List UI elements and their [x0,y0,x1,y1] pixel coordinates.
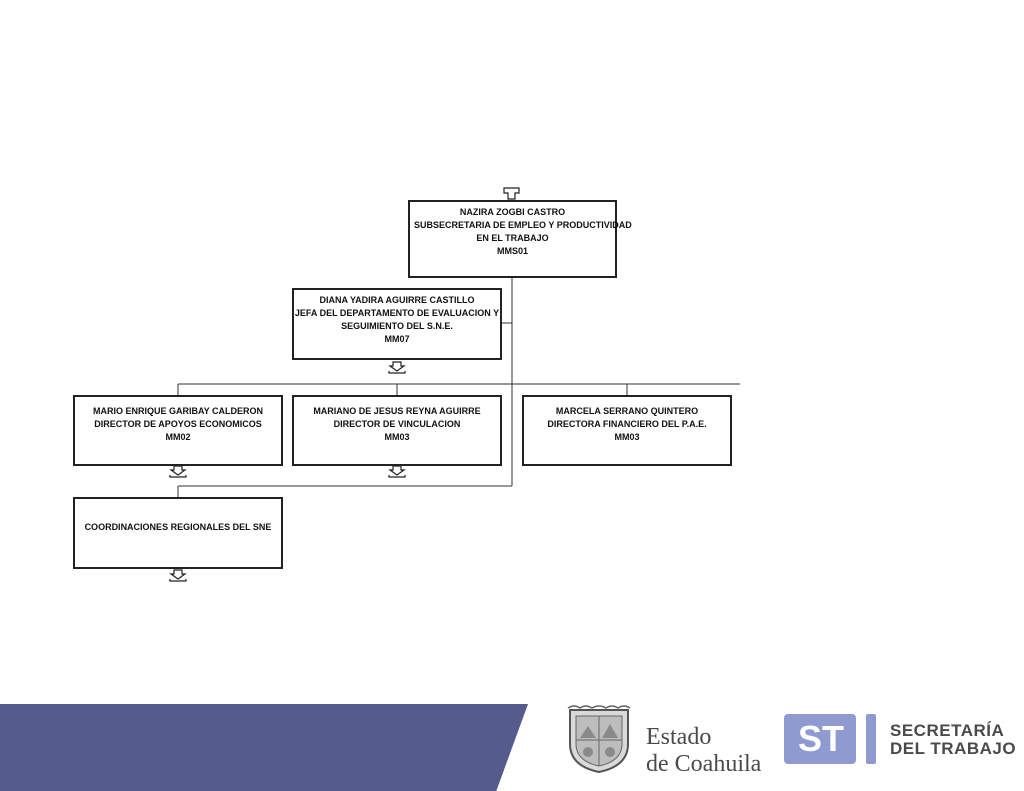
collapse-up-arrow-icon [503,187,520,200]
org-node-director-1[interactable]: MARIO ENRIQUE GARIBAY CALDERON DIRECTOR … [73,395,283,466]
node-code: MM03 [614,432,640,442]
node-name: DIANA YADIRA AGUIRRE CASTILLO [319,295,475,305]
node-code: MMS01 [496,246,528,256]
node-name: MARCELA SERRANO QUINTERO [555,406,699,416]
expand-down-arrow-icon [169,569,187,582]
secretaria-trabajo-logo-line1: SECRETARÍA [890,721,1005,740]
node-title: SEGUIMIENTO DEL S.N.E. [341,321,453,331]
node-name: COORDINACIONES REGIONALES DEL SNE [84,522,272,532]
org-node-head[interactable]: NAZIRA ZOGBI CASTRO SUBSECRETARIA DE EMP… [408,200,632,278]
coahuila-seal-logo [567,705,631,774]
org-node-staff[interactable]: DIANA YADIRA AGUIRRE CASTILLO JEFA DEL D… [292,288,502,360]
node-title: EN EL TRABAJO [476,233,549,243]
secretaria-trabajo-logo-mark [784,714,856,764]
secretaria-trabajo-logo-bar [866,714,876,764]
expand-down-arrow-icon [388,465,406,478]
node-code: MM03 [384,432,410,442]
secretaria-trabajo-logo-line2: DEL TRABAJO [890,739,1017,758]
coahuila-logo-line1: Estado [646,724,712,750]
expand-down-arrow-icon [169,465,187,478]
node-title: DIRECTOR DE APOYOS ECONOMICOS [94,419,262,429]
secretaria-trabajo-logo-letters: ST [797,718,844,759]
node-title: JEFA DEL DEPARTAMENTO DE EVALUACION Y [294,308,500,318]
node-name: MARIANO DE JESUS REYNA AGUIRRE [313,406,481,416]
org-node-regional[interactable]: COORDINACIONES REGIONALES DEL SNE [73,497,283,569]
expand-down-arrow-icon [388,361,406,374]
node-code: MM02 [165,432,191,442]
node-name: MARIO ENRIQUE GARIBAY CALDERON [92,406,263,416]
coahuila-logo-line2: de Coahuila [646,751,762,777]
node-title: DIRECTOR DE VINCULACION [333,419,461,429]
node-title: SUBSECRETARIA DE EMPLEO Y PRODUCTIVIDAD [414,220,632,230]
expand-arrows [169,361,406,582]
org-node-director-2[interactable]: MARIANO DE JESUS REYNA AGUIRRE DIRECTOR … [292,395,502,466]
node-title: DIRECTORA FINANCIERO DEL P.A.E. [547,419,707,429]
org-node-director-3[interactable]: MARCELA SERRANO QUINTERO DIRECTORA FINAN… [522,395,732,466]
footer-band [0,704,528,791]
node-name: NAZIRA ZOGBI CASTRO [459,207,566,217]
node-code: MM07 [384,334,410,344]
